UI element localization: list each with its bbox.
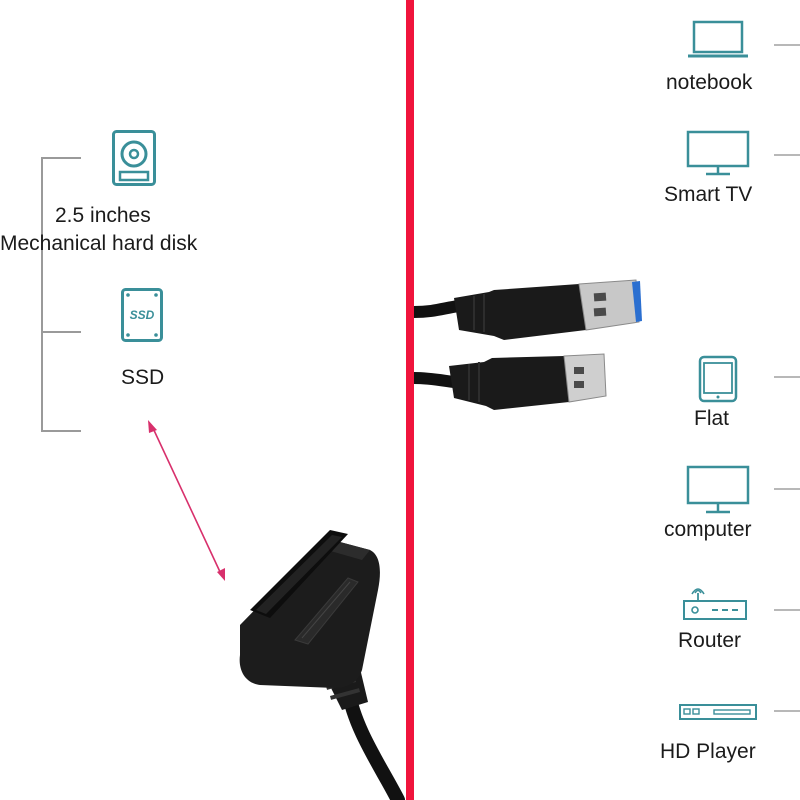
- device-connector-line: [774, 609, 800, 611]
- device-label-computer: computer: [664, 518, 752, 541]
- device-connector-line: [774, 710, 800, 712]
- router-icon: [683, 588, 747, 620]
- ssd-icon: SSD: [121, 288, 163, 342]
- ssd-label: SSD: [121, 366, 165, 389]
- laptop-icon: [688, 20, 748, 58]
- double-arrow-icon: [148, 420, 225, 581]
- device-label-hd-player: HD Player: [660, 740, 756, 763]
- device-connector-line: [774, 488, 800, 490]
- tablet-icon: [698, 355, 738, 403]
- device-label-notebook: notebook: [666, 71, 753, 94]
- device-label-flat: Flat: [694, 407, 730, 430]
- device-connector-line: [774, 376, 800, 378]
- hdd-label-line1: 2.5 inches: [55, 204, 151, 227]
- ssd-icon-text: SSD: [130, 308, 155, 322]
- device-connector-line: [774, 44, 800, 46]
- media-player-icon: [679, 704, 757, 720]
- hdd-label-line2: Mechanical hard disk: [0, 232, 198, 255]
- hard-disk-icon: [112, 130, 156, 186]
- device-connector-line: [774, 154, 800, 156]
- red-divider: [406, 0, 414, 800]
- tv-icon: [686, 130, 750, 176]
- sata-adapter-image: [239, 530, 405, 800]
- bracket-line-ssd: [41, 331, 81, 333]
- bracket-line-bottom: [41, 430, 81, 432]
- usb-plugs-image: [413, 279, 642, 410]
- bracket-line-hdd: [41, 157, 81, 159]
- device-label-smart-tv: Smart TV: [664, 183, 753, 206]
- monitor-icon: [686, 465, 750, 514]
- device-label-router: Router: [678, 629, 742, 652]
- connector-bracket: [41, 157, 43, 432]
